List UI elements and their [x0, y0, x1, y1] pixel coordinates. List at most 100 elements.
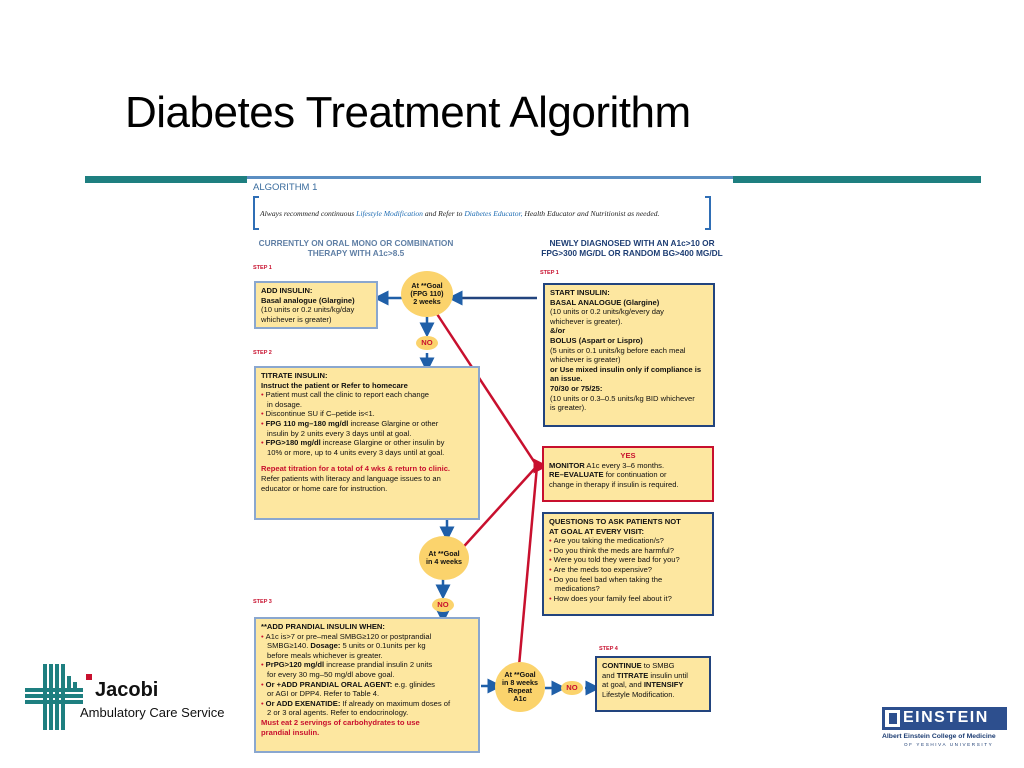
- titrate-b2: Discontinue SU if C–petide is<1.: [261, 409, 473, 419]
- einstein-bar: EINSTEIN: [882, 707, 1007, 730]
- start-l7: whichever is greater): [550, 355, 621, 365]
- questions-box: QUESTIONS TO ASK PATIENTS NOT AT GOAL AT…: [542, 512, 714, 616]
- titrate-b1b: in dosage.: [267, 399, 303, 409]
- titrate-refer1: Refer patients with literacy and languag…: [261, 473, 441, 483]
- start-l6: (5 units or 0.1 units/kg before each mea…: [550, 345, 686, 355]
- prandial-b1c: before meals whichever is greater.: [267, 650, 383, 660]
- note-bracket-left: [253, 196, 259, 230]
- jacobi-dot: [86, 674, 92, 680]
- prandial-b2a: PrPG>120 mg/dl increase prandial insulin…: [261, 660, 473, 670]
- note-lifestyle: Lifestyle Modification: [356, 209, 423, 218]
- jacobi-subtitle: Ambulatory Care Service: [80, 705, 225, 720]
- jacobi-name: Jacobi: [95, 679, 159, 701]
- goal3-l4: A1c: [513, 694, 527, 703]
- step1-right-label: STEP 1: [540, 270, 559, 276]
- prandial-b1b: SMBG≥140. Dosage: 5 units or 0.1units pe…: [267, 641, 426, 651]
- continue-l4: Lifestyle Modification.: [602, 689, 675, 699]
- left-column-heading: CURRENTLY ON ORAL MONO OR COMBINATION TH…: [251, 238, 461, 258]
- monitor-line: MONITOR A1c every 3–6 months.: [549, 460, 665, 470]
- add-insulin-l2: (10 units or 0.2 units/kg/day: [261, 305, 355, 315]
- question-2: Do you think the meds are harmful?: [549, 546, 707, 556]
- goal2-l2: in 4 weeks: [426, 557, 462, 566]
- title-rule-right: [733, 176, 981, 183]
- prandial-b3a: Or +ADD PRANDIAL ORAL AGENT: e.g. glinid…: [261, 680, 473, 690]
- yes-label: YES: [620, 451, 636, 460]
- start-l3: whichever is greater).: [550, 316, 623, 326]
- no-badge-1: NO: [416, 336, 438, 350]
- lifestyle-note: Always recommend continuous Lifestyle Mo…: [260, 209, 730, 218]
- note-bracket-right: [705, 196, 711, 230]
- continue-l1: CONTINUE to SMBG: [602, 661, 675, 670]
- titrate-insulin-box: TITRATE INSULIN: Instruct the patient or…: [254, 366, 480, 520]
- algorithm-header: ALGORITHM 1: [247, 176, 733, 193]
- goal1-l1: At **Goal: [411, 281, 443, 290]
- add-insulin-l1: Basal analogue (Glargine): [261, 295, 355, 305]
- step1-left-label: STEP 1: [253, 265, 272, 271]
- titrate-sub: Instruct the patient or Refer to homecar…: [261, 380, 408, 390]
- continue-box: CONTINUE to SMBG and TITRATE insulin unt…: [595, 656, 711, 712]
- prandial-insulin-box: **ADD PRANDIAL INSULIN WHEN: A1c is>7 or…: [254, 617, 480, 753]
- question-1: Are you taking the medication/s?: [549, 536, 707, 546]
- note-prefix: Always recommend continuous: [260, 209, 357, 218]
- continue-l3: at goal, and INTENSIFY: [602, 680, 684, 690]
- start-insulin-box: START INSULIN: BASAL ANALOGUE (Glargine)…: [543, 283, 715, 427]
- right-heading-line1: NEWLY DIAGNOSED WITH AN A1c>10 OR: [549, 238, 715, 248]
- einstein-subtitle: Albert Einstein College of Medicine: [882, 733, 996, 740]
- prandial-b4b: 2 or 3 oral agents. Refer to endocrinolo…: [267, 708, 409, 718]
- goal-circle-2-weeks: At **Goal (FPG 110) 2 weeks: [401, 271, 453, 317]
- prandial-b2b: for every 30 mg–50 mg/dl above goal.: [267, 669, 395, 679]
- note-mid: and Refer to: [422, 209, 465, 218]
- prandial-b1a: A1c is>7 or pre–meal SMBG≥120 or postpra…: [261, 632, 473, 642]
- no-badge-3: NO: [561, 681, 583, 695]
- start-title: START INSULIN:: [550, 288, 610, 297]
- title-rule-left: [85, 176, 247, 183]
- einstein-mark-icon: [885, 710, 900, 727]
- questions-title2: AT GOAL AT EVERY VISIT:: [549, 526, 645, 536]
- einstein-subtitle2: OF YESHIVA UNIVERSITY: [904, 742, 994, 747]
- titrate-b1a: Patient must call the clinic to report e…: [261, 390, 473, 400]
- titrate-b3a: FPG 110 mg–180 mg/dl increase Glargine o…: [261, 419, 473, 429]
- titrate-repeat: Repeat titration for a total of 4 wks & …: [261, 464, 451, 474]
- question-5a: Do you feel bad when taking the: [549, 575, 707, 585]
- note-suffix: Health Educator and Nutritionist as need…: [522, 209, 660, 218]
- start-l8: or Use mixed insulin only if compliance …: [550, 364, 702, 374]
- goal1-l3: 2 weeks: [413, 297, 441, 306]
- right-column-heading: NEWLY DIAGNOSED WITH AN A1c>10 OR FPG>30…: [533, 238, 731, 258]
- slide-title: Diabetes Treatment Algorithm: [125, 88, 691, 137]
- start-l10: 70/30 or 75/25:: [550, 383, 603, 393]
- start-l9: an issue.: [550, 374, 583, 384]
- einstein-logo: EINSTEIN Albert Einstein College of Medi…: [882, 707, 1010, 757]
- question-4: Are the meds too expensive?: [549, 565, 707, 575]
- start-l2: (10 units or 0.2 units/kg/every day: [550, 307, 664, 317]
- questions-title1: QUESTIONS TO ASK PATIENTS NOT: [549, 517, 681, 526]
- prandial-b4a: Or ADD EXENATIDE: If already on maximum …: [261, 699, 473, 709]
- start-l1: BASAL ANALOGUE (Glargine): [550, 297, 660, 307]
- goal3-l1: At **Goal: [504, 670, 536, 679]
- add-insulin-box: ADD INSULIN: Basal analogue (Glargine) (…: [254, 281, 378, 329]
- reevaluate-line2: change in therapy if insulin is required…: [549, 479, 679, 489]
- algorithm-figure: ALGORITHM 1 Always recommend continuous …: [247, 176, 733, 760]
- prandial-b3b: or AGI or DPP4. Refer to Table 4.: [267, 689, 380, 699]
- add-insulin-title: ADD INSULIN:: [261, 286, 313, 295]
- einstein-name: EINSTEIN: [903, 709, 989, 726]
- goal2-l1: At **Goal: [428, 549, 460, 558]
- step3-label: STEP 3: [253, 599, 272, 605]
- titrate-refer2: educator or home care for instruction.: [261, 483, 388, 493]
- question-5b: medications?: [555, 584, 600, 594]
- right-heading-line2: FPG>300 MG/DL OR RANDOM BG>400 MG/DL: [541, 248, 723, 258]
- note-educator: Diabetes Educator,: [464, 209, 523, 218]
- yes-monitor-box: YES MONITOR A1c every 3–6 months. RE–EVA…: [542, 446, 714, 502]
- goal-circle-4-weeks: At **Goal in 4 weeks: [419, 536, 469, 580]
- goal-circle-8-weeks: At **Goal in 8 weeks Repeat A1c: [495, 662, 545, 712]
- reevaluate-line: RE–EVALUATE for continuation or: [549, 470, 667, 480]
- algorithm-header-bar: [247, 176, 733, 179]
- add-insulin-l3: whichever is greater): [261, 314, 332, 324]
- no-badge-2: NO: [432, 598, 454, 612]
- left-heading-line1: CURRENTLY ON ORAL MONO OR COMBINATION: [258, 238, 454, 248]
- left-heading-line2: THERAPY WITH A1c>8.5: [307, 248, 405, 258]
- continue-l2: and TITRATE insulin until: [602, 670, 688, 680]
- start-l11: (10 units or 0.3–0.5 units/kg BID whiche…: [550, 393, 695, 403]
- titrate-title: TITRATE INSULIN:: [261, 371, 328, 380]
- question-3: Were you told they were bad for you?: [549, 555, 707, 565]
- titrate-b4a: FPG>180 mg/dl increase Glargine or other…: [261, 438, 473, 448]
